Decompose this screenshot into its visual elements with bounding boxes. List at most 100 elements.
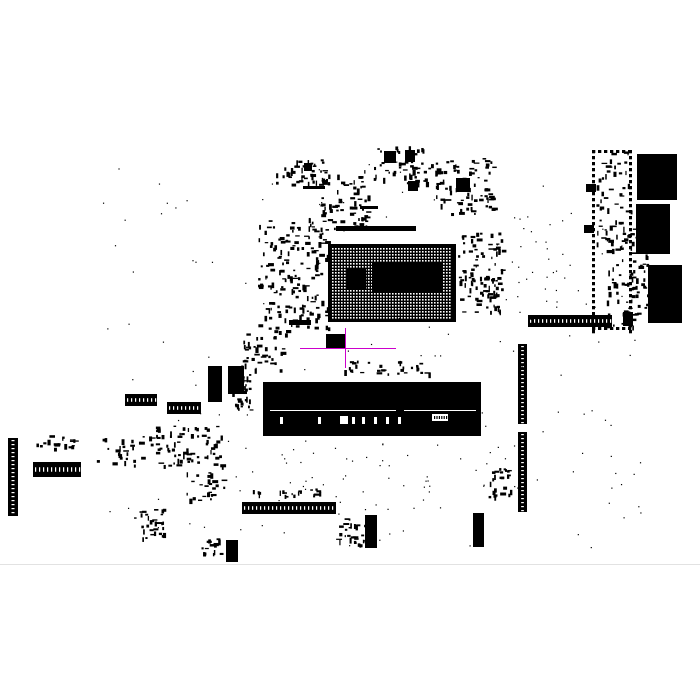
test-point[interactable] — [638, 506, 640, 508]
smd-component[interactable] — [483, 284, 487, 288]
cpu-ball[interactable] — [428, 317, 430, 319]
connector-right-1-pin[interactable] — [521, 362, 524, 364]
cpu-ball[interactable] — [350, 302, 352, 304]
cpu-ball[interactable] — [365, 299, 367, 301]
right-column-ic-pad[interactable] — [592, 294, 595, 298]
smd-component[interactable] — [454, 169, 457, 172]
cpu-ball[interactable] — [371, 293, 373, 295]
right-column-ic-pad[interactable] — [629, 210, 632, 214]
smd-component[interactable] — [507, 469, 512, 472]
smd-component[interactable] — [471, 172, 475, 175]
connector-bottom-pin[interactable] — [332, 506, 334, 510]
cpu-ball[interactable] — [440, 248, 442, 250]
cpu-ball[interactable] — [398, 296, 400, 298]
right-column-ic-pad[interactable] — [610, 150, 614, 153]
smd-component[interactable] — [485, 277, 490, 280]
smd-component[interactable] — [212, 552, 215, 557]
smd-component[interactable] — [278, 313, 282, 318]
test-point[interactable] — [555, 270, 558, 272]
smd-component[interactable] — [190, 434, 194, 439]
smd-component[interactable] — [472, 244, 477, 248]
cpu-ball[interactable] — [398, 302, 400, 304]
right-column-ic-pad[interactable] — [629, 162, 632, 166]
test-point[interactable] — [391, 283, 393, 286]
cpu-ball[interactable] — [419, 254, 421, 256]
cpu-ball[interactable] — [383, 302, 385, 304]
cpu-ball[interactable] — [437, 317, 439, 319]
smd-component[interactable] — [197, 499, 203, 502]
connector-right-2-pin[interactable] — [521, 482, 524, 484]
smd-component[interactable] — [306, 310, 309, 312]
cpu-ball[interactable] — [416, 302, 418, 304]
right-column-ic-pad[interactable] — [604, 150, 608, 153]
right-column-ic-pad[interactable] — [592, 306, 595, 310]
smd-component[interactable] — [599, 206, 605, 210]
cpu-ball[interactable] — [440, 296, 442, 298]
cpu-ball[interactable] — [392, 248, 394, 250]
cpu-ball[interactable] — [377, 305, 379, 307]
connector-left-pin[interactable] — [11, 456, 15, 458]
connector-right-2-pin[interactable] — [521, 478, 524, 480]
test-point[interactable] — [292, 449, 295, 451]
connector-small-2-pin[interactable] — [173, 406, 175, 410]
connector-lvds-pin[interactable] — [594, 319, 596, 323]
smd-component[interactable] — [500, 269, 506, 271]
cpu-ball[interactable] — [338, 305, 340, 307]
smd-component[interactable] — [258, 493, 261, 499]
cpu-ball[interactable] — [350, 263, 352, 265]
smd-component[interactable] — [353, 180, 355, 185]
cpu-ball[interactable] — [365, 251, 367, 253]
smd-component[interactable] — [173, 442, 176, 448]
right-column-ic-pad[interactable] — [592, 270, 595, 274]
cpu-ball[interactable] — [413, 299, 415, 301]
cpu-ball[interactable] — [446, 257, 448, 259]
test-point[interactable] — [497, 446, 499, 448]
smd-component[interactable] — [618, 172, 623, 175]
smd-component[interactable] — [449, 190, 453, 196]
right-column-ic-pad[interactable] — [592, 210, 595, 214]
smd-component[interactable] — [213, 444, 215, 450]
connector-left-pin[interactable] — [11, 508, 15, 510]
cpu-ball[interactable] — [434, 260, 436, 262]
connector-lvds-pin[interactable] — [558, 319, 560, 323]
smd-component[interactable] — [351, 371, 354, 373]
smd-component[interactable] — [347, 534, 351, 537]
cpu-ball[interactable] — [338, 278, 340, 280]
cpu-ball[interactable] — [416, 308, 418, 310]
cpu-ball[interactable] — [344, 302, 346, 304]
connector-right-2-pin[interactable] — [521, 454, 524, 456]
cpu-ball[interactable] — [335, 257, 337, 259]
smd-component[interactable] — [490, 233, 494, 239]
cpu-ball[interactable] — [338, 296, 340, 298]
cpu-ball[interactable] — [374, 257, 376, 259]
smd-component[interactable] — [153, 528, 159, 531]
smd-component[interactable] — [151, 437, 156, 439]
test-point[interactable] — [426, 476, 428, 478]
smd-component[interactable] — [632, 260, 637, 263]
smd-component[interactable] — [400, 162, 406, 166]
cpu-ball[interactable] — [353, 266, 355, 268]
smd-component[interactable] — [409, 174, 413, 181]
smd-component[interactable] — [329, 209, 333, 213]
smd-component[interactable] — [632, 314, 638, 316]
connector-lvds-pin[interactable] — [610, 319, 612, 323]
cpu-ball[interactable] — [353, 305, 355, 307]
cpu-ball[interactable] — [386, 251, 388, 253]
smd-component[interactable] — [501, 288, 504, 292]
smd-component[interactable] — [343, 184, 350, 186]
smd-component[interactable] — [495, 248, 500, 250]
cpu-ball[interactable] — [350, 266, 352, 268]
smd-component[interactable] — [493, 248, 498, 251]
sodimm-key[interactable] — [280, 417, 283, 424]
smd-component[interactable] — [296, 247, 300, 251]
smd-component[interactable] — [286, 330, 292, 334]
cpu-ball[interactable] — [338, 311, 340, 313]
test-point[interactable] — [177, 419, 180, 422]
cpu-ball[interactable] — [401, 305, 403, 307]
smd-component[interactable] — [471, 277, 475, 282]
cpu-ball[interactable] — [395, 254, 397, 256]
smd-component[interactable] — [615, 248, 622, 251]
connector-right-1-pin[interactable] — [521, 390, 524, 392]
smd-component[interactable] — [622, 232, 627, 236]
cpu-ball[interactable] — [416, 254, 418, 256]
